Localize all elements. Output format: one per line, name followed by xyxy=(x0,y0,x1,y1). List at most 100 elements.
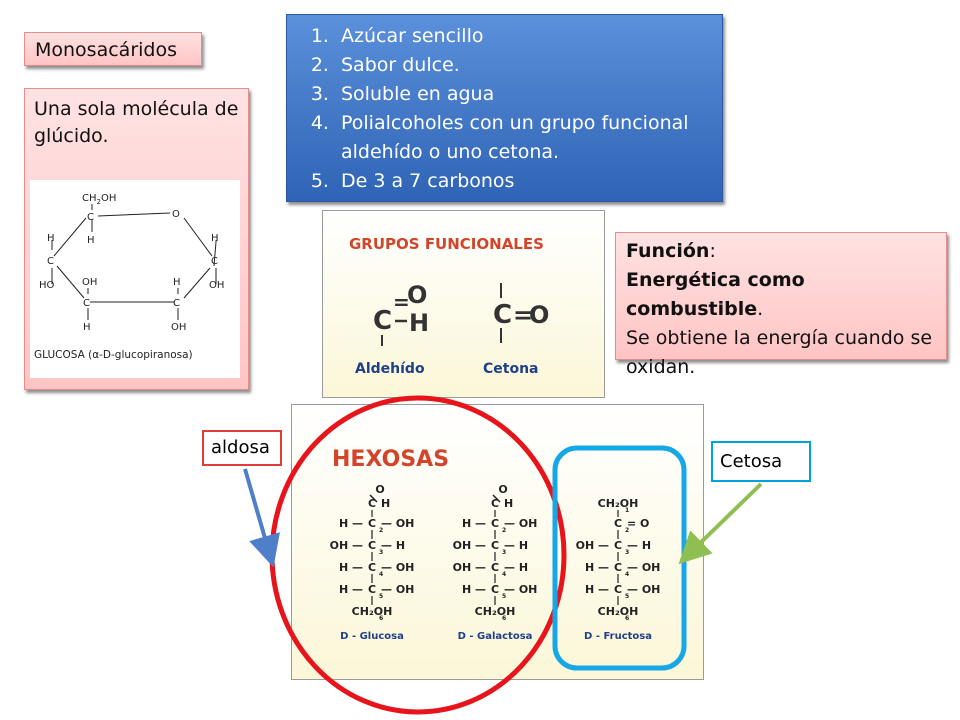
hexose-0-row-1-center: C xyxy=(368,517,376,530)
hexose-0-row-0-center: C xyxy=(368,497,376,510)
hexose-0-row-4-center: C xyxy=(368,583,376,596)
funcion-heading: Función xyxy=(626,240,710,262)
hexose-1-row-4-center: C xyxy=(491,583,499,596)
glucose-h3: H xyxy=(83,322,91,333)
monosacaridos-title-text: Monosacáridos xyxy=(35,39,177,61)
aldosa-arrow xyxy=(243,468,280,568)
cetona-label: Cetona xyxy=(483,361,539,377)
hexose-2-row-2-num: 3 xyxy=(625,549,629,556)
hexose-2-row-4-center: C xyxy=(614,583,622,596)
hexose-1-name: D - Galactosa xyxy=(458,631,533,642)
hexose-1-row-4-left: H — xyxy=(462,583,486,596)
hexose-0-row-1-num: 2 xyxy=(379,527,383,534)
hexose-1-row-2-left: OH — xyxy=(453,539,486,552)
hexose-2-row-4-left: H — xyxy=(585,583,609,596)
hexose-0-row-4-right: — OH xyxy=(381,583,414,596)
hexose-0-row-4-num: 5 xyxy=(379,593,383,600)
glucose-ring-o: O xyxy=(172,209,180,220)
funcion-box: Función: Energética como combustible. Se… xyxy=(615,232,947,378)
hexose-2-row-1-right: = O xyxy=(627,517,649,530)
cetona-o: O xyxy=(529,301,549,329)
grupos-funcionales-panel: GRUPOS FUNCIONALES C = O H C = O Aldehíd… xyxy=(322,210,605,398)
feature-item-1: Azúcar sencillo xyxy=(335,22,722,51)
hexose-1-row-2-num: 3 xyxy=(502,549,506,556)
hexose-0-row-2-center: C xyxy=(368,539,376,552)
hexose-0-row-5-center: CH₂OH xyxy=(352,605,393,618)
cetona-double-bond: = xyxy=(513,301,533,329)
features-list: Azúcar sencillo Sabor dulce. Soluble en … xyxy=(287,15,722,196)
hexose-2-row-0-num: 1 xyxy=(625,507,629,514)
glucose-oh1: OH xyxy=(209,280,224,291)
glucose-h2: H xyxy=(173,277,181,288)
glucose-ch2oh-sub: 2 xyxy=(97,198,101,206)
glucose-ch2oh: CH xyxy=(82,193,97,204)
aldehido-double-bond: = xyxy=(393,290,410,314)
funcion-bold-period: . xyxy=(757,298,764,320)
hexose-0-row-2-num: 3 xyxy=(379,549,383,556)
funcion-heading-colon: : xyxy=(709,240,716,262)
hexose-1-row-5-num: 6 xyxy=(502,615,506,622)
aldehido-o: O xyxy=(407,281,427,309)
hexose-1-row-5-center: CH₂OH xyxy=(475,605,516,618)
hexose-2-row-4-num: 5 xyxy=(625,593,629,600)
glucose-oh3-top: OH xyxy=(82,277,97,288)
hexose-1-row-3-center: C xyxy=(491,561,499,574)
hexose-0-row-3-left: H — xyxy=(339,561,363,574)
hexose-1-row-4-right: — OH xyxy=(504,583,537,596)
glucose-ho4: HO xyxy=(39,280,55,291)
hexose-1-row-0-center: C xyxy=(491,497,499,510)
funcion-bold-line: Energética como combustible xyxy=(626,269,805,320)
funcion-text: Se obtiene la energía cuando se oxidan. xyxy=(626,327,933,378)
hexose-1-row-1-center: C xyxy=(491,517,499,530)
hexose-0-row-4-left: H — xyxy=(339,583,363,596)
hexose-2-row-1-num: 2 xyxy=(625,527,629,534)
hexose-2-row-0-center: CH₂OH xyxy=(598,497,639,510)
hexose-0-top-o: O xyxy=(375,483,384,496)
aldosa-label-text: aldosa xyxy=(211,437,270,458)
hexose-0-row-5-num: 6 xyxy=(379,615,383,622)
glucose-c5: C xyxy=(87,212,94,223)
aldosa-label: aldosa xyxy=(202,430,282,466)
hexose-2-row-3-left: H — xyxy=(585,561,609,574)
hexose-0-row-0-right: H xyxy=(381,497,390,510)
glucose-ch2oh-oh: OH xyxy=(101,193,116,204)
glucose-c4: C xyxy=(47,256,54,267)
glucose-c3: C xyxy=(83,298,90,309)
hexose-1-row-4-num: 5 xyxy=(502,593,506,600)
hexose-1-row-1-num: 2 xyxy=(502,527,506,534)
glucose-c1: C xyxy=(211,256,218,267)
glucose-oh2: OH xyxy=(171,322,186,333)
hexose-2-row-5-center: CH₂OH xyxy=(598,605,639,618)
aldehido-c: C xyxy=(373,306,392,336)
hexose-1-row-1-left: H — xyxy=(462,517,486,530)
hexose-0-row-1-right: — OH xyxy=(381,517,414,530)
hexose-1-row-0-right: H xyxy=(504,497,513,510)
hexose-1-row-1-right: — OH xyxy=(504,517,537,530)
hexose-0-name: D - Glucosa xyxy=(340,631,404,642)
hexose-2-row-1-center: C xyxy=(614,517,622,530)
hexose-2-row-3-center: C xyxy=(614,561,622,574)
hexose-0-row-2-left: OH — xyxy=(330,539,363,552)
hexose-2-row-2-right: — H xyxy=(627,539,651,552)
hexose-1-row-3-num: 4 xyxy=(502,571,506,578)
feature-item-4: Polialcoholes con un grupo funcional ald… xyxy=(335,109,722,167)
feature-item-2: Sabor dulce. xyxy=(335,51,722,80)
hexose-2-row-2-left: OH — xyxy=(576,539,609,552)
hexose-2-row-3-num: 4 xyxy=(625,571,629,578)
hexose-1-row-2-right: — H xyxy=(504,539,528,552)
grupos-title: GRUPOS FUNCIONALES xyxy=(349,235,544,253)
hexose-2-row-5-num: 6 xyxy=(625,615,629,622)
hexose-0-row-3-center: C xyxy=(368,561,376,574)
hexose-0-row-3-num: 4 xyxy=(379,571,383,578)
hexose-0-row-2-right: — H xyxy=(381,539,405,552)
feature-item-3: Soluble en agua xyxy=(335,80,722,109)
hexose-2-row-3-right: — OH xyxy=(627,561,660,574)
glucose-caption: GLUCOSA (α-D-glucopiranosa) xyxy=(34,349,193,361)
hexose-1-row-3-left: OH — xyxy=(453,561,486,574)
glucose-ring-diagram: CH2OH C O H H C HO H C OH OH C H H C OH … xyxy=(30,180,240,378)
glucose-h1: H xyxy=(211,233,219,244)
monosacaridos-description: Una sola molécula de glúcido. xyxy=(34,98,239,147)
glucose-c2: C xyxy=(173,298,180,309)
hexose-2-row-4-right: — OH xyxy=(627,583,660,596)
